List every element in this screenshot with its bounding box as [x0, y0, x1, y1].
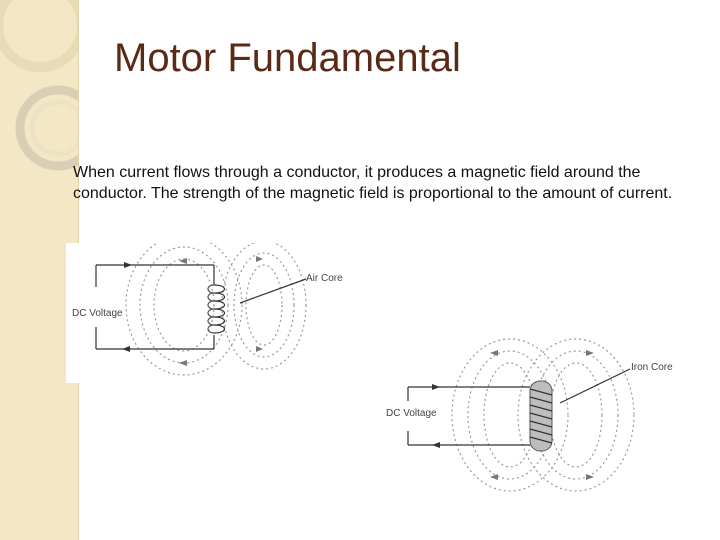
field-arrows: [179, 256, 263, 366]
iron-core-label: Iron Core: [631, 362, 673, 373]
field-arrows-iron: [490, 350, 594, 480]
air-core-label: Air Core: [306, 273, 343, 284]
decorative-rings: [0, 0, 78, 171]
iron-dc-voltage-label: DC Voltage: [386, 408, 437, 419]
air-core-diagram: DC Voltage Air Core: [66, 243, 366, 383]
air-dc-voltage-label: DC Voltage: [72, 308, 123, 319]
slide-sidebar-decoration: [0, 0, 79, 540]
slide-title: Motor Fundamental: [114, 36, 461, 80]
iron-core-diagram: DC Voltage Iron Core: [380, 335, 685, 495]
slide-body-text: When current flows through a conductor, …: [73, 164, 673, 202]
